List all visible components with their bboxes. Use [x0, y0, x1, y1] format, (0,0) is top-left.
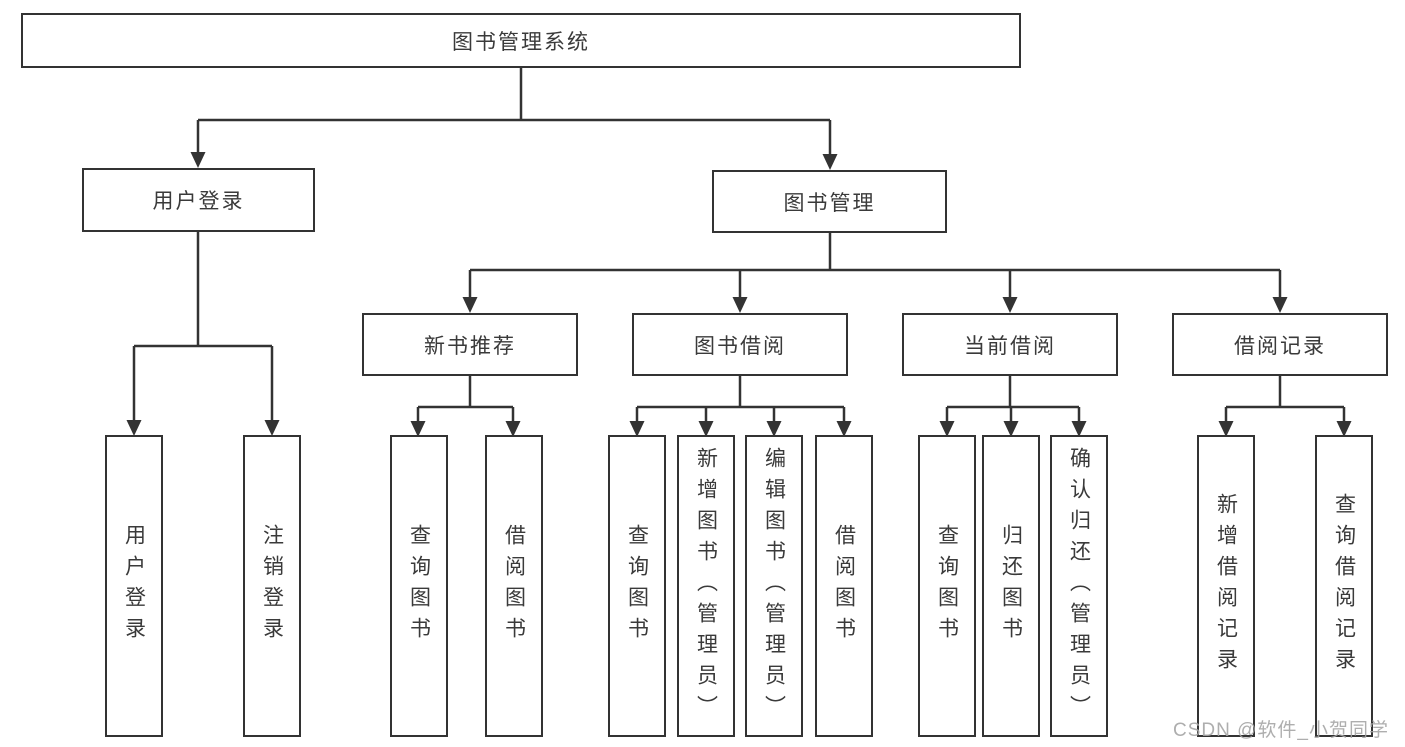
leaf-logout-label: 注销登录 — [260, 524, 284, 648]
leaf-edit-book-admin: 编辑图书（管理员） — [745, 435, 803, 737]
leaf-return-books-label: 归还图书 — [999, 524, 1023, 648]
node-book-management-label: 图书管理 — [783, 191, 876, 215]
leaf-borrow-books: 借阅图书 — [485, 435, 543, 737]
node-book-borrow-label: 图书借阅 — [694, 334, 786, 358]
node-current-borrow: 当前借阅 — [902, 313, 1118, 376]
leaf-borrow-books-label: 借阅图书 — [832, 524, 856, 648]
root-node-library-system: 图书管理系统 — [21, 13, 1021, 68]
leaf-return-books: 归还图书 — [982, 435, 1040, 737]
node-borrow-records-label: 借阅记录 — [1234, 334, 1326, 358]
leaf-query-books: 查询图书 — [918, 435, 976, 737]
node-new-book-recommend-label: 新书推荐 — [424, 334, 516, 358]
node-book-borrow: 图书借阅 — [632, 313, 848, 376]
node-user-login: 用户登录 — [82, 168, 315, 232]
leaf-borrow-books-label: 借阅图书 — [502, 524, 526, 648]
leaf-user-login-label: 用户登录 — [122, 524, 146, 648]
leaf-query-books: 查询图书 — [608, 435, 666, 737]
leaf-query-books: 查询图书 — [390, 435, 448, 737]
leaf-query-borrow-record-label: 查询借阅记录 — [1332, 493, 1356, 679]
root-node-label: 图书管理系统 — [452, 30, 590, 54]
node-book-management: 图书管理 — [712, 170, 947, 233]
leaf-query-books-label: 查询图书 — [625, 524, 649, 648]
node-user-login-label: 用户登录 — [152, 190, 245, 213]
arrow-down-icons — [126, 152, 1352, 437]
node-current-borrow-label: 当前借阅 — [964, 334, 1056, 358]
leaf-query-books-label: 查询图书 — [407, 524, 431, 648]
connector-lines — [132, 68, 1346, 423]
leaf-query-books-label: 查询图书 — [935, 524, 959, 648]
leaf-edit-book-admin-label: 编辑图书（管理员） — [762, 446, 786, 726]
leaf-user-login: 用户登录 — [105, 435, 163, 737]
leaf-confirm-return-admin-label: 确认归还（管理员） — [1067, 446, 1091, 726]
leaf-query-borrow-record: 查询借阅记录 — [1315, 435, 1373, 737]
leaf-logout: 注销登录 — [243, 435, 301, 737]
leaf-confirm-return-admin: 确认归还（管理员） — [1050, 435, 1108, 737]
leaf-add-book-admin-label: 新增图书（管理员） — [694, 446, 718, 726]
leaf-add-borrow-record-label: 新增借阅记录 — [1214, 493, 1238, 679]
leaf-add-borrow-record: 新增借阅记录 — [1197, 435, 1255, 737]
node-borrow-records: 借阅记录 — [1172, 313, 1388, 376]
watermark: CSDN @软件_小贺同学 — [1173, 720, 1389, 741]
node-new-book-recommend: 新书推荐 — [362, 313, 578, 376]
leaf-add-book-admin: 新增图书（管理员） — [677, 435, 735, 737]
leaf-borrow-books: 借阅图书 — [815, 435, 873, 737]
